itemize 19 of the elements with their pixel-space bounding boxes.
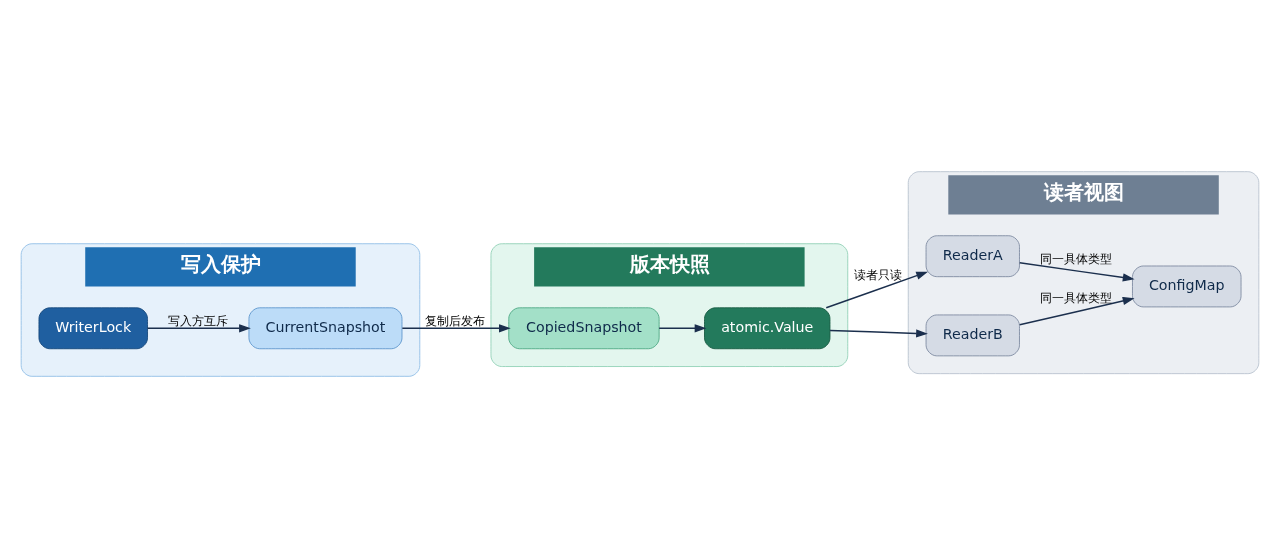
arrow — [829, 329, 928, 338]
arrow — [1019, 296, 1135, 326]
arrow — [658, 324, 707, 333]
node-box: ConfigMap — [1132, 265, 1242, 308]
edge-label: 同一具体类型 — [1039, 290, 1112, 305]
arrow — [1019, 262, 1135, 282]
arrow — [825, 271, 928, 309]
edge-label: 同一具体类型 — [1039, 251, 1112, 266]
node-box: ReaderB — [925, 314, 1020, 357]
arrow — [401, 324, 511, 333]
node-box: atomic.Value — [704, 307, 831, 350]
edge-label: 读者只读 — [854, 267, 903, 282]
edge-label: 复制后发布 — [425, 314, 486, 329]
node-box: CopiedSnapshot — [508, 307, 660, 350]
node-box: WriterLock — [38, 307, 148, 350]
node-box: CurrentSnapshot — [248, 307, 403, 350]
node-box: ReaderA — [925, 235, 1020, 278]
edge-label: 写入方互斥 — [168, 314, 229, 329]
arrow — [146, 324, 251, 333]
